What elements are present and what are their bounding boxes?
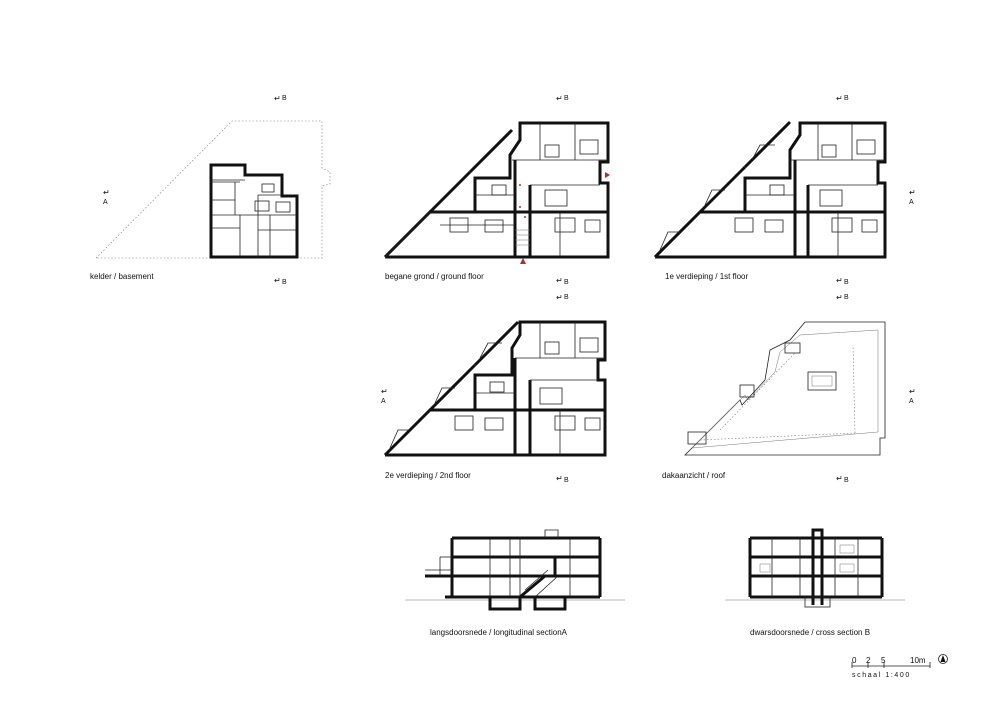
second-label: 2e verdieping / 2nd floor	[385, 471, 471, 480]
second-section-a-arrow: ↵	[381, 387, 388, 396]
basement-section-b-top: B	[282, 95, 287, 102]
scale-tick-10m: 10m	[910, 656, 926, 665]
basement-site-outline	[95, 120, 331, 259]
roof-section-a-arrow: ↵	[909, 387, 916, 396]
roof-label: dakaanzicht / roof	[662, 471, 726, 480]
ground-entrance-marker-1	[605, 172, 610, 178]
basement-section-b-bottom-arrow: ↵	[274, 276, 281, 285]
first-section-b-bottom: B	[844, 279, 849, 286]
basement-section-b-bottom: B	[282, 279, 287, 286]
north-arrow-icon	[938, 654, 948, 664]
second-section-b-bottom-arrow: ↵	[556, 474, 563, 483]
roof-section-a: A	[909, 398, 914, 405]
first-section-b-bottom-arrow: ↵	[836, 276, 843, 285]
scale-tick-2: 2	[866, 656, 871, 665]
ground-entrance-marker-2	[520, 258, 526, 264]
ground-section-b-bottom-arrow: ↵	[556, 276, 563, 285]
first-section-b-top-arrow: ↵	[836, 94, 843, 103]
second-section-b-top: B	[564, 294, 569, 301]
longitudinal-section-label: langsdoorsnede / longitudinal sectionA	[430, 628, 567, 637]
roof-section-b-bottom-arrow: ↵	[836, 474, 843, 483]
roof-section-b-top-arrow: ↵	[836, 293, 843, 302]
roof-section-b-bottom: B	[844, 477, 849, 484]
first-section-a-arrow: ↵	[909, 188, 916, 197]
second-outer-wall	[383, 320, 607, 457]
basement-section-a: A	[103, 199, 108, 206]
basement-section-a-arrow: ↵	[103, 188, 110, 197]
second-section-a: A	[381, 398, 386, 405]
basement-section-b-top-arrow: ↵	[274, 94, 281, 103]
ground-section-b-top-arrow: ↵	[556, 94, 563, 103]
first-label: 1e verdieping / 1st floor	[665, 272, 749, 281]
cross-section-label: dwarsdoorsnede / cross section B	[750, 628, 871, 637]
second-section-b-top-arrow: ↵	[556, 293, 563, 302]
first-outer-wall	[653, 121, 887, 259]
ground-section-b-bottom: B	[564, 279, 569, 286]
first-section-a: A	[909, 199, 914, 206]
second-section-b-bottom: B	[564, 477, 569, 484]
scale-tick-0: 0	[852, 656, 857, 665]
first-section-b-top: B	[844, 95, 849, 102]
ground-outer-wall	[383, 121, 610, 259]
roof-outline	[684, 321, 886, 456]
ground-section-b-top: B	[564, 95, 569, 102]
scale-text: schaal 1:400	[852, 672, 911, 679]
roof-section-b-top: B	[844, 294, 849, 301]
basement-label: kelder / basement	[90, 272, 154, 281]
scale-tick-5: 5	[881, 656, 886, 665]
ground-label: begane grond / ground floor	[385, 272, 484, 281]
